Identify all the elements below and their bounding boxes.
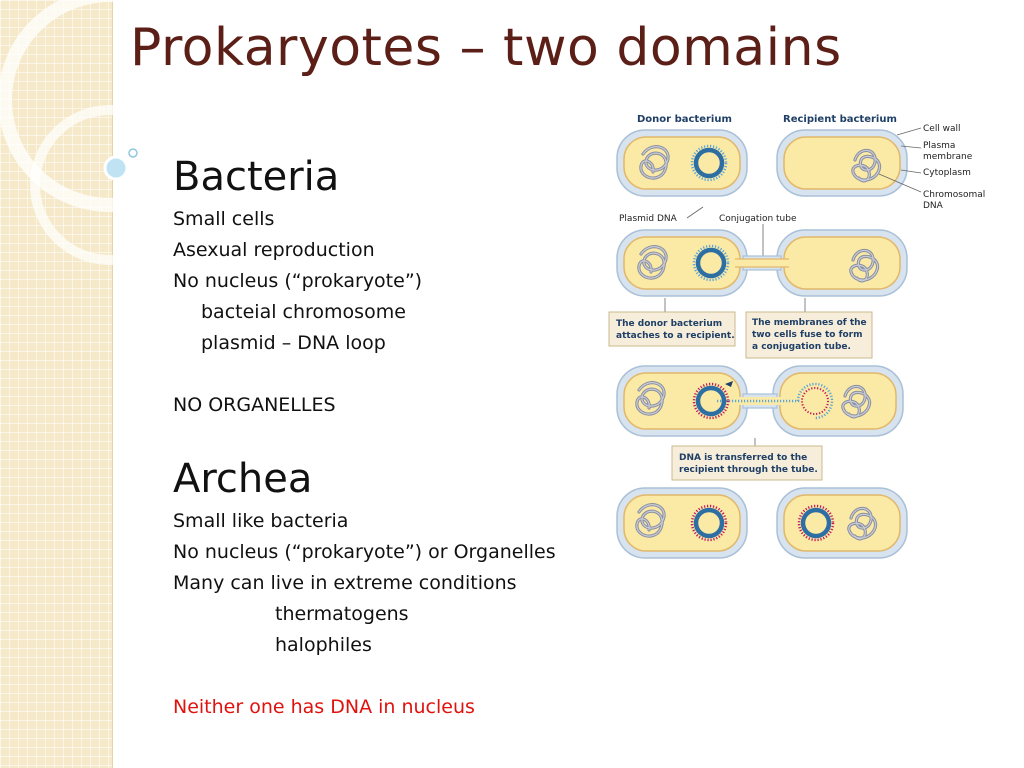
recipient-label: Recipient bacterium (783, 114, 897, 125)
bacteria-subpoint: bacteial chromosome (201, 301, 406, 323)
plasma-label: Plasma (923, 141, 955, 151)
callout-dna-transferred: DNA is transferred to the recipient thro… (671, 445, 823, 481)
bacteria-point: Asexual reproduction (173, 239, 375, 261)
archea-subpoint: thermatogens (275, 603, 409, 625)
conjugation-diagram: Donor bacterium Recipient bacterium Cell… (608, 114, 985, 559)
callout-donor-attaches: The donor bacterium attaches to a recipi… (608, 311, 736, 347)
archea-point: No nucleus (“prokaryote”) or Organelles (173, 541, 556, 563)
svg-text:attaches to a recipient.: attaches to a recipient. (616, 331, 735, 341)
separated-donor-cell (616, 487, 748, 559)
bacteria-heading: Bacteria (173, 154, 340, 200)
slide-body: Bacteria Small cells Asexual reproductio… (173, 150, 613, 723)
membrane-label: membrane (923, 152, 973, 162)
conjugation-tube-label: Conjugation tube (719, 214, 797, 224)
cell-wall-label: Cell wall (923, 124, 961, 134)
conjugation-figure: Donor bacterium Recipient bacterium Cell… (605, 108, 1005, 578)
bacteria-point: Small cells (173, 208, 275, 230)
svg-text:two cells fuse to form: two cells fuse to form (752, 330, 862, 340)
cytoplasm-label: Cytoplasm (923, 168, 971, 178)
cells-dna-transfer (616, 365, 904, 437)
svg-text:recipient through the tube.: recipient through the tube. (679, 465, 818, 475)
callout-membranes-fuse: The membranes of the two cells fuse to f… (745, 311, 873, 359)
plasmid-dna-label: Plasmid DNA (619, 214, 678, 224)
svg-text:The donor bacterium: The donor bacterium (616, 319, 722, 329)
svg-text:The membranes of the: The membranes of the (752, 318, 867, 328)
archea-heading: Archea (173, 456, 313, 502)
recipient-cell (776, 129, 908, 197)
decorative-circles (0, 0, 200, 265)
cell-part-labels: Cell wall Plasma membrane Cytoplasm Chro… (878, 124, 985, 211)
bacteria-point: NO ORGANELLES (173, 394, 336, 416)
dna-label: DNA (923, 201, 944, 211)
summary-note: Neither one has DNA in nucleus (173, 696, 475, 718)
slide-title: Prokaryotes – two domains (130, 18, 842, 78)
archea-point: Many can live in extreme conditions (173, 572, 517, 594)
donor-cell (616, 129, 748, 197)
chromosomal-label: Chromosomal (923, 190, 985, 200)
svg-text:DNA is transferred to the: DNA is transferred to the (679, 453, 807, 463)
archea-subpoint: halophiles (275, 634, 372, 656)
bacteria-subpoint: plasmid – DNA loop (201, 332, 386, 354)
separated-recipient-cell (776, 487, 908, 559)
cells-tube-forming (616, 229, 908, 297)
archea-point: Small like bacteria (173, 510, 349, 532)
svg-text:a conjugation tube.: a conjugation tube. (752, 342, 851, 352)
bacteria-point: No nucleus (“prokaryote”) (173, 270, 423, 292)
donor-label: Donor bacterium (637, 114, 732, 125)
